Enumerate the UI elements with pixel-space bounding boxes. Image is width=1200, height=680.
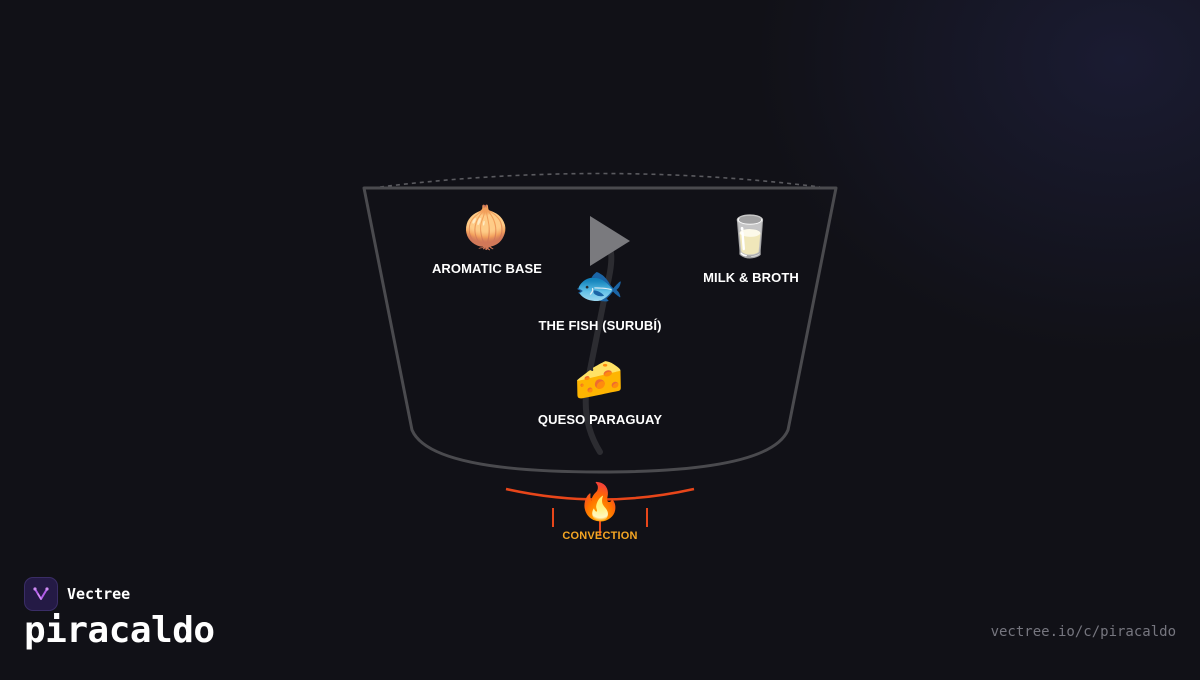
- ingredient-label-fish: THE FISH (SURUBÍ): [538, 318, 662, 333]
- brand[interactable]: Vectree: [24, 577, 130, 611]
- brand-name: Vectree: [67, 585, 131, 603]
- vectree-logo-mark: [33, 587, 49, 600]
- convection-flow-arrow: [582, 245, 615, 455]
- ingredient-label-milk-broth: MILK & BROTH: [703, 270, 799, 285]
- pot-outline: [362, 186, 838, 474]
- ingredient-label-queso: QUESO PARAGUAY: [537, 412, 663, 427]
- heat-label: CONVECTION: [562, 530, 638, 542]
- liquid-surface-line: [379, 172, 821, 188]
- onion-icon: 🧅: [461, 205, 511, 251]
- cheese-icon: 🧀: [574, 357, 624, 403]
- vectree-logo-icon: [24, 577, 58, 611]
- page-url[interactable]: vectree.io/c/piracaldo: [990, 624, 1176, 640]
- fish-icon: 🐟: [574, 263, 624, 309]
- ingredient-label-aromatic-base: AROMATIC BASE: [431, 261, 543, 276]
- heat-curve: [505, 487, 695, 501]
- page-title: piracaldo: [24, 610, 215, 651]
- play-icon: [590, 216, 630, 266]
- fire-icon: 🔥: [577, 482, 623, 523]
- milk-glass-icon: 🥛: [725, 214, 775, 260]
